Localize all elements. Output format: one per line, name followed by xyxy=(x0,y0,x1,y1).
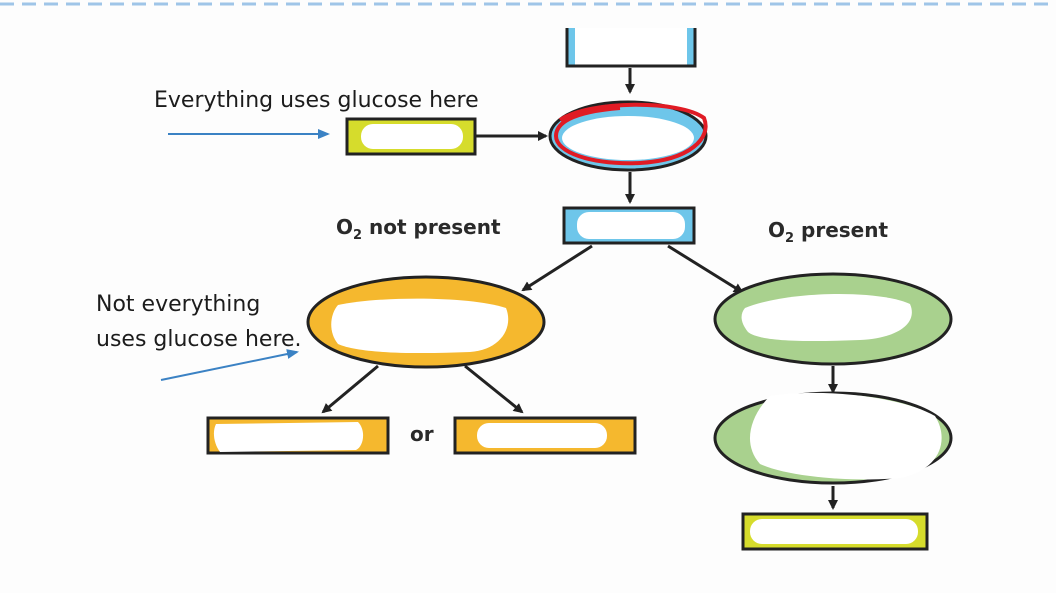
green-ellipse-bottom xyxy=(713,391,953,485)
red-circle-mark xyxy=(553,102,708,166)
top-container-box xyxy=(565,28,697,68)
or-connector: or xyxy=(410,422,434,446)
label-o2-not-present: O2 not present xyxy=(336,215,501,243)
top-note-text: Everything uses glucose here xyxy=(154,88,479,113)
green-ellipse-top xyxy=(713,272,953,366)
bottom-yellow-box xyxy=(741,512,929,551)
arrow-to-green-ellipse xyxy=(667,244,744,294)
side-note-line1: Not everything xyxy=(96,292,260,317)
arrow-orange-to-right-box xyxy=(464,364,524,414)
glucose-input-box xyxy=(345,117,477,156)
arrow-to-orange-ellipse xyxy=(521,244,593,292)
central-ellipse xyxy=(548,100,708,172)
middle-blue-box xyxy=(562,206,696,245)
arrow-orange-to-left-box xyxy=(321,364,379,414)
side-note-line2: uses glucose here. xyxy=(96,327,302,352)
blue-annotation-arrow-side xyxy=(160,349,299,381)
orange-box-right xyxy=(453,416,637,455)
label-o2-present: O2 present xyxy=(768,218,888,246)
orange-box-left xyxy=(206,416,390,455)
orange-ellipse xyxy=(306,275,546,369)
